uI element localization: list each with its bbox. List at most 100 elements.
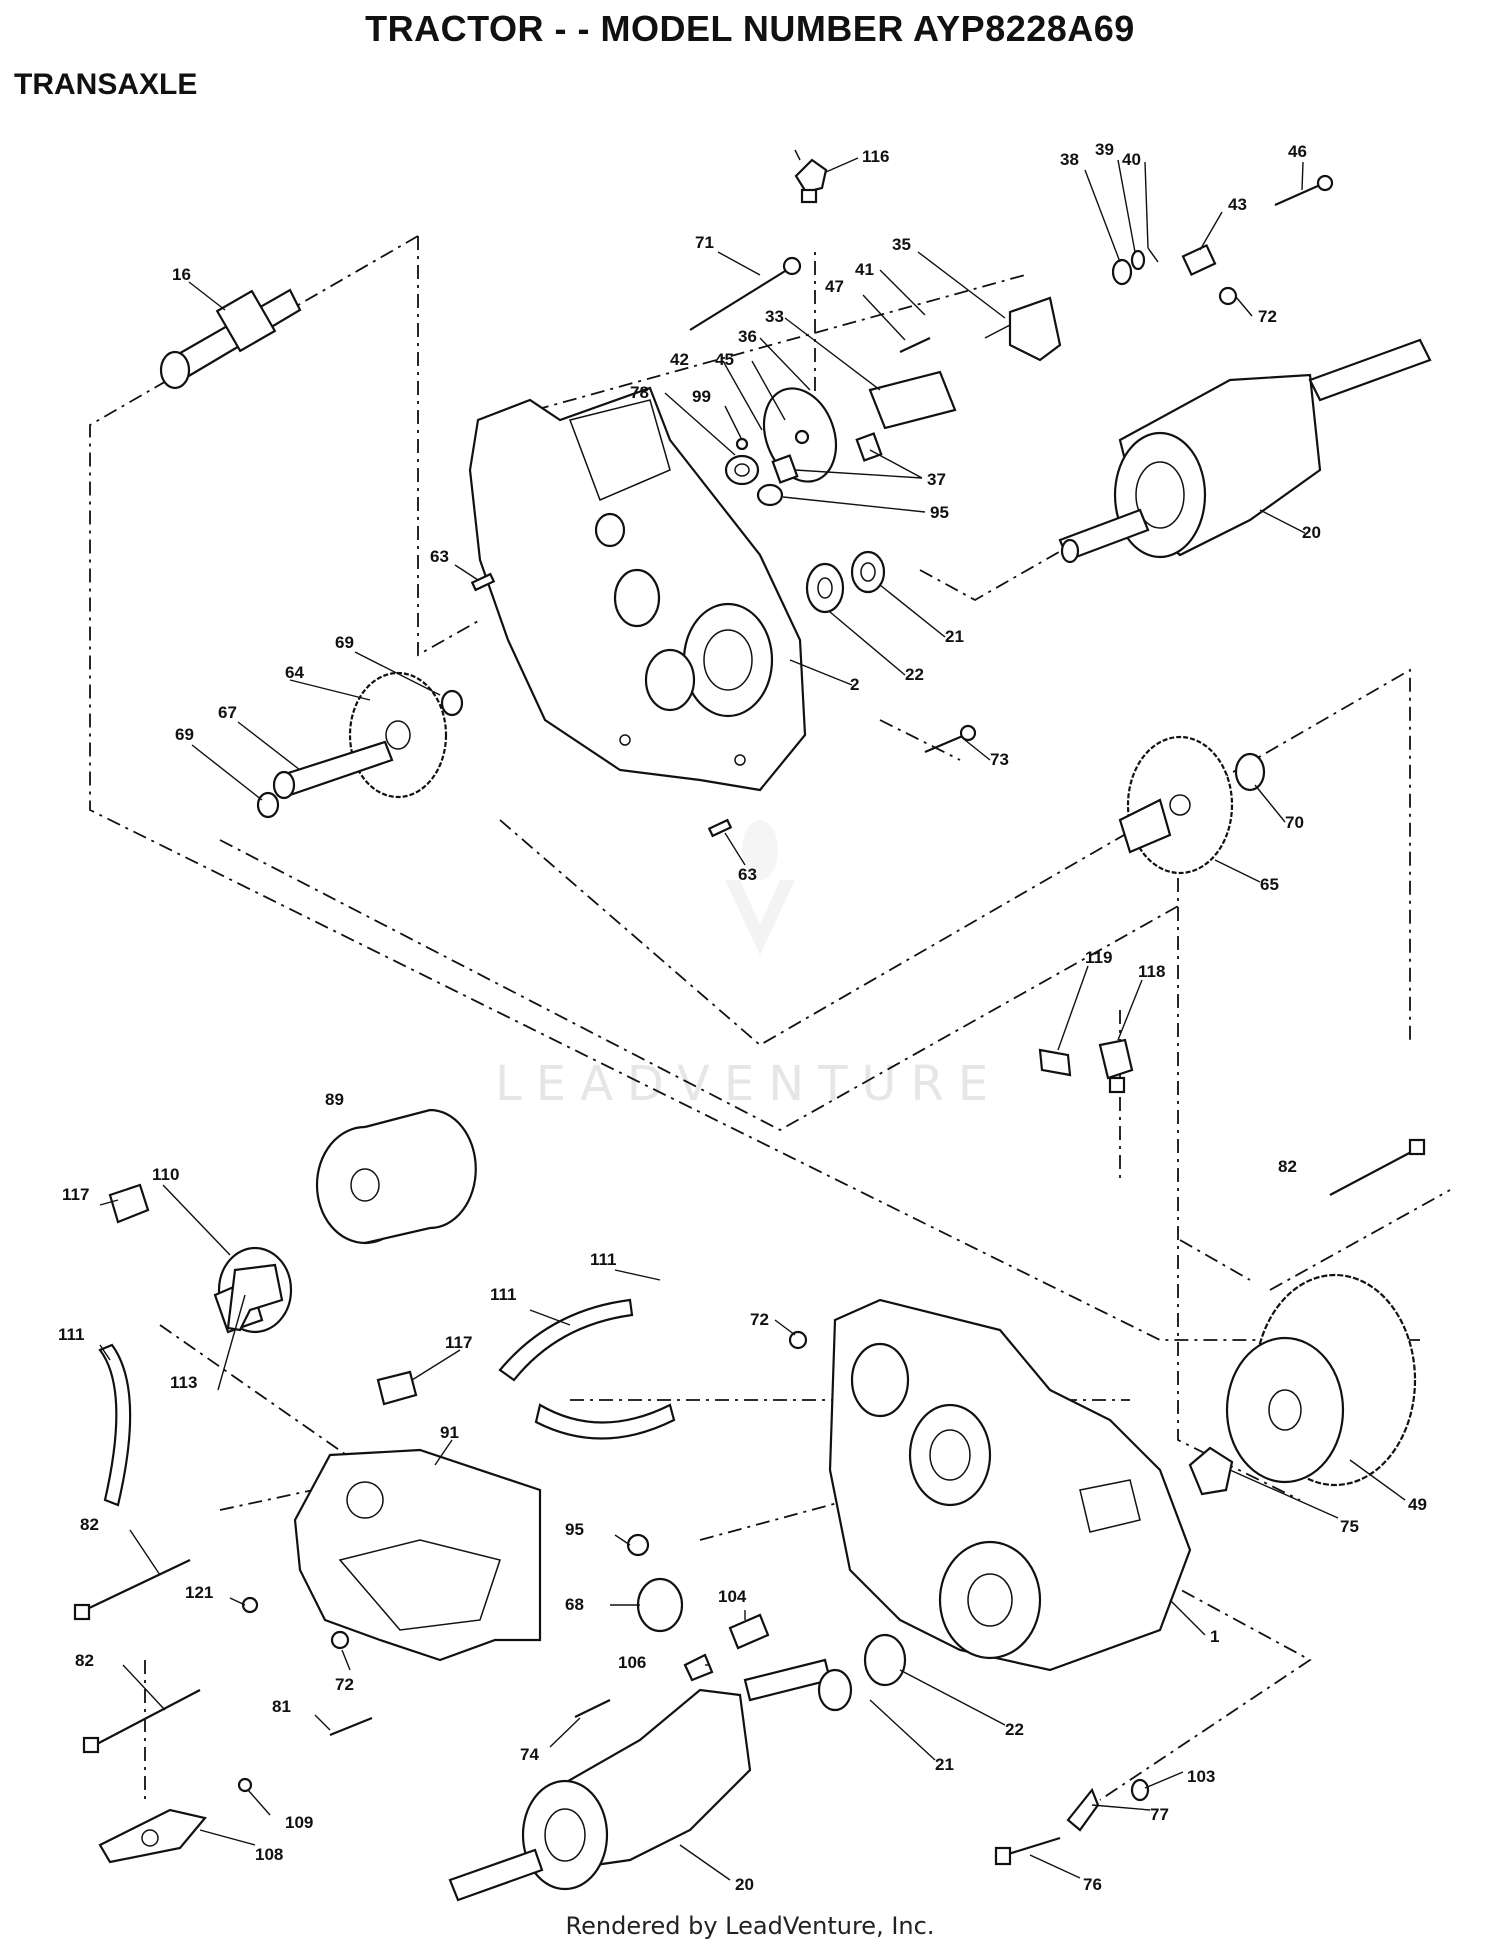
page-title: TRACTOR - - MODEL NUMBER AYP8228A69	[365, 8, 1135, 49]
label-68: 68	[565, 1595, 584, 1614]
label-45: 45	[715, 350, 734, 369]
label-109: 109	[285, 1813, 313, 1832]
part-70-washer	[1234, 752, 1266, 792]
part-35-shift-lever	[984, 296, 1062, 362]
part-78-seal	[724, 454, 760, 486]
part-95-68-104-106-small-parts	[626, 1533, 770, 1682]
label-72-upper: 72	[1258, 307, 1277, 326]
part-33-cover-plate	[868, 370, 957, 430]
part-63-dowel-pin	[470, 572, 733, 838]
label-16: 16	[172, 265, 191, 284]
label-81: 81	[272, 1697, 291, 1716]
label-113: 113	[170, 1373, 197, 1392]
part-109-pin	[237, 1777, 253, 1793]
label-110: 110	[152, 1165, 179, 1184]
part-91-pump-housing	[293, 1448, 542, 1662]
part-47-screw	[899, 337, 931, 353]
label-116: 116	[862, 147, 889, 166]
label-49: 49	[1408, 1495, 1427, 1514]
label-77: 77	[1150, 1805, 1169, 1824]
label-111-left: 111	[58, 1325, 85, 1344]
part-99-ring	[735, 437, 749, 451]
part-16-input-shaft	[159, 288, 302, 390]
label-1: 1	[1210, 1627, 1219, 1646]
label-21-upper: 21	[945, 627, 964, 646]
footer-credit: Rendered by LeadVenture, Inc.	[565, 1912, 935, 1940]
part-38-39-40-washers	[1111, 247, 1159, 286]
label-20-upper: 20	[1302, 523, 1321, 542]
label-69-upper: 69	[335, 633, 354, 652]
part-43-spacer	[1181, 243, 1217, 277]
part-82-long-bolts	[73, 1138, 1426, 1754]
label-76: 76	[1083, 1875, 1102, 1894]
label-41: 41	[855, 260, 874, 279]
label-65: 65	[1260, 875, 1279, 894]
part-64-gear	[348, 671, 448, 799]
label-74: 74	[520, 1745, 539, 1764]
label-104: 104	[718, 1587, 747, 1606]
label-40: 40	[1122, 150, 1141, 169]
label-2: 2	[850, 675, 859, 694]
label-89: 89	[325, 1090, 344, 1109]
label-95-upper: 95	[930, 503, 949, 522]
label-38: 38	[1060, 150, 1079, 169]
label-47: 47	[825, 277, 844, 296]
label-72-middle: 72	[750, 1310, 769, 1329]
label-72-lower: 72	[335, 1675, 354, 1694]
label-69-lower: 69	[175, 725, 194, 744]
label-67: 67	[218, 703, 237, 722]
part-65-gear	[1118, 735, 1234, 875]
part-81-bolt	[329, 1716, 373, 1737]
label-33: 33	[765, 307, 784, 326]
label-63-upper: 63	[430, 547, 449, 566]
leader-lines	[99, 157, 1406, 1881]
label-75: 75	[1340, 1517, 1359, 1536]
label-118: 118	[1138, 962, 1165, 981]
part-75-washer	[1188, 1446, 1234, 1496]
part-20-axle-housing-lower	[448, 1658, 832, 1902]
part-20-axle-housing-upper	[1058, 338, 1432, 564]
label-42: 42	[670, 350, 689, 369]
label-82-lower-left: 82	[75, 1651, 94, 1670]
label-117-right: 117	[445, 1333, 472, 1352]
part-number-labels: 116 38 39 40 46 71 41 35 43 16 47 33 36 …	[58, 140, 1427, 1894]
label-21-lower: 21	[935, 1755, 954, 1774]
label-82-right: 82	[1278, 1157, 1297, 1176]
part-74-bolt	[574, 1699, 611, 1718]
label-82-upper-left: 82	[80, 1515, 99, 1534]
label-37: 37	[927, 470, 946, 489]
label-73: 73	[990, 750, 1009, 769]
label-63-lower: 63	[738, 865, 757, 884]
label-35: 35	[892, 235, 911, 254]
part-89-filter	[315, 1108, 477, 1245]
part-21-22-washers-lower	[817, 1633, 907, 1712]
part-36-plate	[762, 387, 838, 483]
label-39: 39	[1095, 140, 1114, 159]
part-67-shaft	[272, 740, 394, 800]
part-118-119-fittings	[1038, 1038, 1134, 1094]
label-36: 36	[738, 327, 757, 346]
part-121-ring	[241, 1596, 259, 1614]
part-72-nut-upper	[1218, 286, 1238, 306]
label-111-middle: 111	[590, 1250, 617, 1269]
part-111-hoses	[98, 1298, 676, 1507]
label-71: 71	[695, 233, 714, 252]
label-108: 108	[255, 1845, 283, 1864]
label-91: 91	[440, 1423, 459, 1442]
label-43: 43	[1228, 195, 1247, 214]
part-69-washers	[256, 689, 464, 819]
label-78: 78	[630, 383, 649, 402]
part-2-case-half	[468, 386, 807, 792]
part-21-22-washers-upper	[805, 550, 886, 614]
label-103: 103	[1187, 1767, 1215, 1786]
label-70: 70	[1285, 813, 1304, 832]
part-113-elbow	[226, 1263, 284, 1332]
part-73-bolt	[924, 724, 977, 754]
label-95-lower: 95	[565, 1520, 584, 1539]
part-108-arm	[98, 1808, 207, 1864]
label-22-upper: 22	[905, 665, 924, 684]
watermark-logo-icon	[725, 820, 795, 955]
part-95-plug	[756, 483, 784, 507]
section-title: TRANSAXLE	[14, 68, 198, 101]
